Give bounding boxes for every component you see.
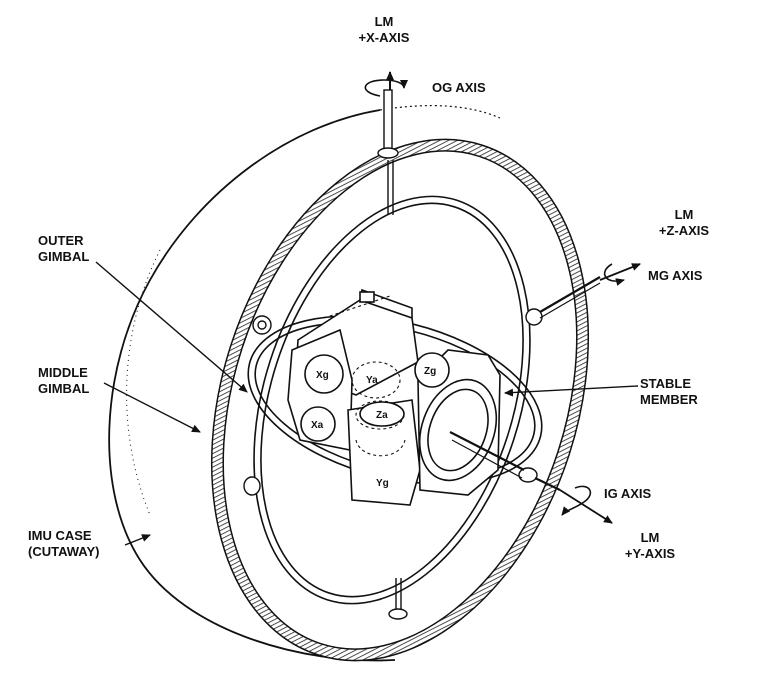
lm-x-axis-label-line1: LM <box>374 14 394 29</box>
imu-case-label: IMU CASE (CUTAWAY) <box>28 528 100 560</box>
outer-gimbal-label: OUTER GIMBAL <box>38 233 89 265</box>
stable-member-label: STABLE MEMBER <box>640 376 698 408</box>
lm-y-axis-label-line1: LM <box>640 530 660 545</box>
lm-y-axis-label-line2: +Y-AXIS <box>624 546 676 561</box>
sensor-za-label: Za <box>376 410 388 421</box>
ig-axis-shaft <box>518 467 613 524</box>
sensor-xg-label: Xg <box>316 370 329 381</box>
imu-case-label-line1: IMU CASE <box>28 528 92 543</box>
leader-lines <box>95 261 639 546</box>
sensor-labels: Xg Xa Ya Za Zg Yg <box>311 366 436 489</box>
outer-gimbal-label-line2: GIMBAL <box>38 249 90 264</box>
stable-member <box>287 288 525 506</box>
lm-z-axis-label-line2: +Z-AXIS <box>658 223 710 238</box>
lm-x-axis-label: LM +X-AXIS <box>352 14 416 46</box>
sensor-ya-label: Ya <box>366 375 378 386</box>
sensor-xa-label: Xa <box>311 420 324 431</box>
ig-axis-label: IG AXIS <box>604 486 652 501</box>
mg-axis-shaft <box>525 263 641 326</box>
mg-axis-label: MG AXIS <box>648 268 703 283</box>
outer-gimbal-label-line1: OUTER <box>38 233 84 248</box>
sensor-zg-label: Zg <box>424 366 436 377</box>
middle-gimbal-left-pivot <box>243 315 272 496</box>
imu-case-rim <box>210 138 590 662</box>
lm-x-axis-label-line2: +X-AXIS <box>358 30 410 45</box>
stable-member-label-line1: STABLE <box>640 376 692 391</box>
sensor-yg-label: Yg <box>376 478 389 489</box>
imu-case-label-line2: (CUTAWAY) <box>28 544 100 559</box>
lm-y-axis-label: LM +Y-AXIS <box>612 530 688 562</box>
outer-gimbal-ring <box>253 195 531 605</box>
middle-gimbal-label-line2: GIMBAL <box>38 381 90 396</box>
og-axis-shaft <box>364 71 408 215</box>
stable-member-label-line2: MEMBER <box>640 392 698 407</box>
og-axis-label: OG AXIS <box>432 80 486 95</box>
lm-z-axis-label: LM +Z-AXIS <box>652 207 716 239</box>
middle-gimbal-label-line1: MIDDLE <box>38 365 88 380</box>
middle-gimbal-label: MIDDLE GIMBAL <box>38 365 89 397</box>
lm-z-axis-label-line1: LM <box>674 207 694 222</box>
og-axis-lower-pivot <box>388 578 408 620</box>
imu-case-shell <box>108 105 501 662</box>
